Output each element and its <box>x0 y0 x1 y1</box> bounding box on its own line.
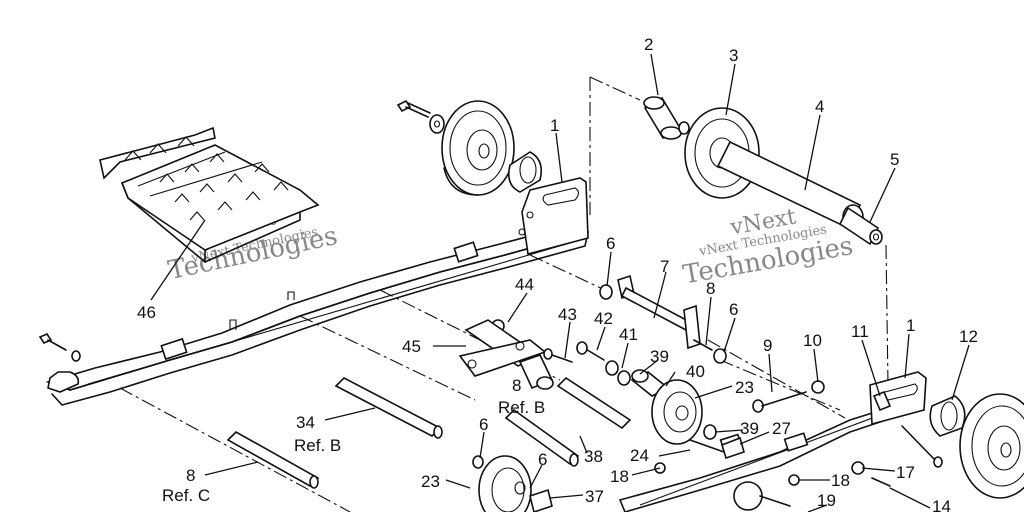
callout-44: 44 <box>515 275 534 294</box>
callout-24: 24 <box>630 446 649 465</box>
callout-41: 41 <box>619 325 638 344</box>
bolt-top-left <box>396 99 445 134</box>
idler-wheel-mid <box>651 379 703 445</box>
idler-wheel-lower <box>472 455 553 512</box>
callout-38: 38 <box>584 447 603 466</box>
callout-labels: 2 3 4 5 1 1 6 7 8 6 44 43 42 41 39 40 23… <box>137 35 978 512</box>
right-rail <box>618 371 943 512</box>
callout-14: 14 <box>932 497 951 512</box>
callout-18-a: 18 <box>610 467 629 486</box>
callout-17: 17 <box>896 463 915 482</box>
callout-6-d: 6 <box>538 450 547 469</box>
callout-39-b: 39 <box>740 419 759 438</box>
callout-2: 2 <box>644 35 653 54</box>
callout-4: 4 <box>815 97 824 116</box>
callout-40: 40 <box>686 362 705 381</box>
callout-1-right: 1 <box>906 316 915 335</box>
callout-37: 37 <box>585 487 604 506</box>
bushing-upper <box>507 151 543 193</box>
idler-wheel-upper <box>441 100 515 196</box>
rear-axle-assembly <box>643 96 883 246</box>
callout-39-a: 39 <box>650 347 669 366</box>
callout-8-c: 8 <box>186 466 195 485</box>
assembly-lines <box>119 76 889 512</box>
callout-19: 19 <box>817 491 836 510</box>
callout-6-a: 6 <box>606 234 615 253</box>
idler-wheel-right <box>959 393 1024 499</box>
callout-12: 12 <box>959 327 978 346</box>
fasteners-41-43 <box>543 341 631 386</box>
left-rail <box>45 177 590 406</box>
callout-9: 9 <box>763 336 772 355</box>
ref-b-lower: Ref. B <box>294 436 341 455</box>
callout-27: 27 <box>772 419 791 438</box>
fasteners-misc <box>689 380 825 511</box>
callout-42: 42 <box>594 309 613 328</box>
leader-lines <box>150 53 970 512</box>
bolt-front-left <box>38 333 81 362</box>
pivot-arm-45 <box>458 319 554 390</box>
ref-b-upper: Ref. B <box>498 398 545 417</box>
callout-18-b: 18 <box>831 471 850 490</box>
callout-11: 11 <box>851 322 869 341</box>
callout-6-c: 6 <box>479 415 488 434</box>
ref-c: Ref. C <box>162 486 210 505</box>
callout-45: 45 <box>402 337 421 356</box>
callout-7: 7 <box>660 257 669 276</box>
washer-39 <box>703 424 717 440</box>
callout-43: 43 <box>558 305 577 324</box>
callout-6-b: 6 <box>729 300 738 319</box>
callout-8-a: 8 <box>706 279 715 298</box>
bushing-12 <box>929 395 966 437</box>
callout-1-left: 1 <box>550 116 559 135</box>
rods <box>226 376 632 489</box>
callout-8-b: 8 <box>512 376 521 395</box>
callout-23-b: 23 <box>421 472 440 491</box>
callout-10: 10 <box>803 331 822 350</box>
callout-23-a: 23 <box>735 378 754 397</box>
callout-5: 5 <box>890 150 899 169</box>
part-46-slide-plate <box>99 126 320 263</box>
callout-46: 46 <box>137 303 156 322</box>
callout-3: 3 <box>729 46 738 65</box>
callout-34: 34 <box>296 413 315 432</box>
